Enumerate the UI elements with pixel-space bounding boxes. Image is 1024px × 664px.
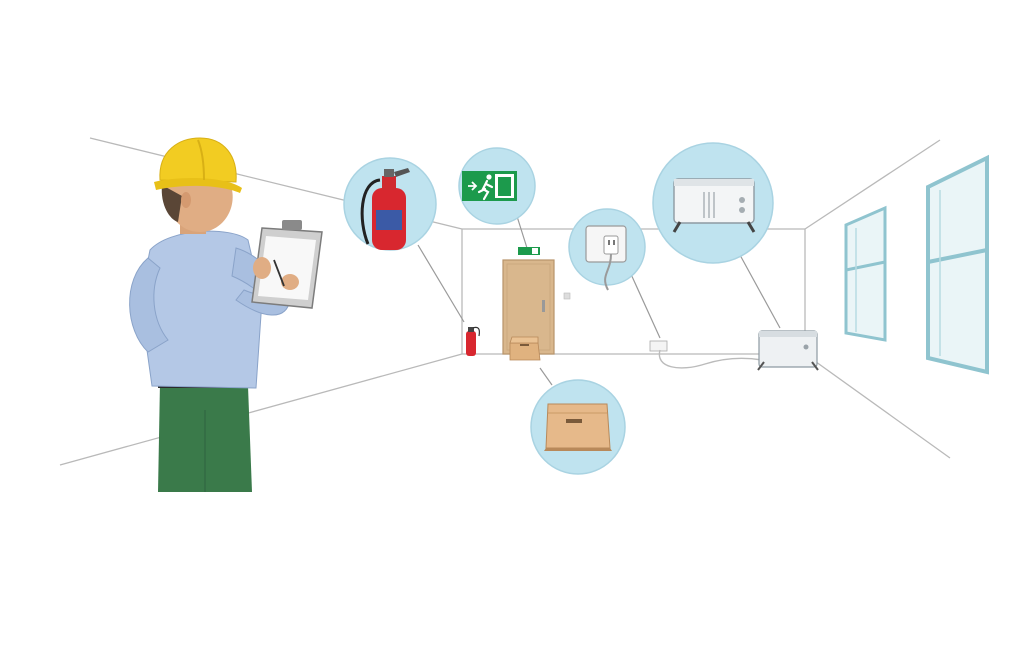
wall-socket bbox=[649, 340, 763, 369]
convector-heater-icon bbox=[672, 178, 756, 233]
connector-lines bbox=[417, 209, 781, 386]
fire-extinguisher-icon bbox=[360, 168, 410, 250]
bubble-fire-extinguisher bbox=[343, 157, 437, 251]
shirt bbox=[139, 230, 263, 389]
emergency-exit-sign-icon bbox=[462, 171, 517, 201]
hard-hat-icon bbox=[154, 137, 242, 193]
bubble-cardboard-box bbox=[530, 379, 626, 475]
cardboard-box-icon bbox=[544, 403, 612, 451]
clipboard-icon bbox=[251, 220, 323, 309]
bubble-electrical-socket bbox=[568, 208, 646, 291]
plug-socket-icon bbox=[585, 225, 627, 291]
window-large bbox=[926, 154, 989, 375]
inspector-figure bbox=[129, 137, 323, 492]
heater-small bbox=[757, 330, 819, 371]
bubble-exit-sign bbox=[458, 147, 536, 225]
extinguisher-small bbox=[466, 326, 480, 356]
bubble-heater bbox=[652, 142, 774, 264]
window-small bbox=[844, 205, 887, 342]
box-small bbox=[509, 336, 541, 361]
